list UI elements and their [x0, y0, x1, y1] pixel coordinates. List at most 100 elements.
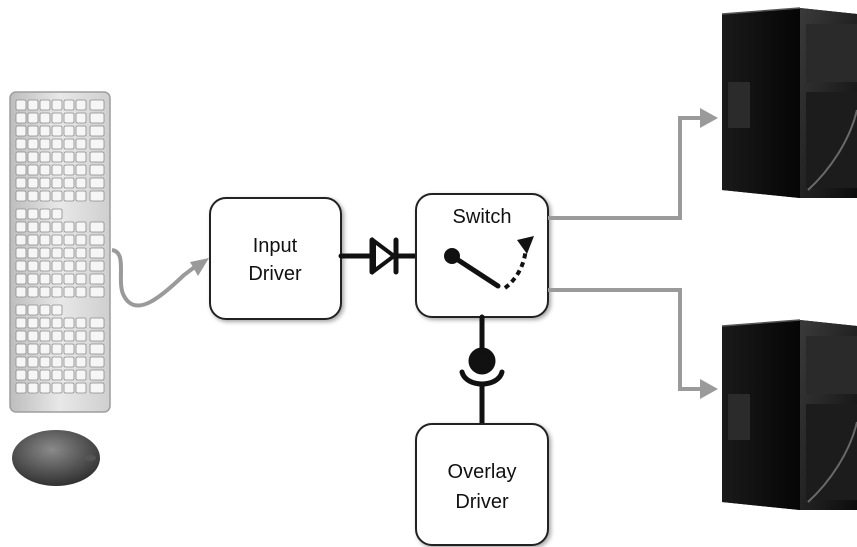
input-driver-label-line2: Driver: [248, 263, 302, 285]
keyboard-key: [27, 330, 39, 342]
keyboard-key: [63, 356, 75, 368]
keyboard-key: [39, 208, 51, 220]
keyboard-key: [39, 304, 51, 316]
arrowhead-icon: [700, 379, 718, 399]
keyboard-key: [51, 125, 63, 137]
keyboard-key: [75, 164, 87, 176]
keyboard-key: [51, 304, 63, 316]
keyboard-key: [51, 273, 63, 285]
keyboard-key: [15, 369, 27, 381]
keyboard-key: [63, 190, 75, 202]
keyboard-key: [63, 234, 75, 246]
keyboard-key: [89, 260, 105, 272]
keyboard-key: [39, 356, 51, 368]
keyboard-key: [51, 138, 63, 150]
keyboard-key: [63, 260, 75, 272]
overlay-driver-label-line1: Overlay: [448, 461, 517, 483]
keyboard-key: [39, 99, 51, 111]
keyboard-key: [15, 99, 27, 111]
switch-lever-icon: [444, 236, 534, 290]
switch-label: Switch: [453, 206, 512, 228]
keyboard-key: [75, 343, 87, 355]
keyboard-key: [51, 330, 63, 342]
keyboard-key: [63, 369, 75, 381]
overlay-ball-socket-connection: [459, 314, 505, 427]
keyboard-key: [15, 286, 27, 298]
keyboard-key: [63, 330, 75, 342]
keyboard-key: [75, 247, 87, 259]
keyboard-key: [39, 234, 51, 246]
keyboard-key: [63, 273, 75, 285]
keyboard-key: [27, 177, 39, 189]
keyboard-key: [39, 112, 51, 124]
keyboard-key: [39, 151, 51, 163]
keyboard-key: [75, 330, 87, 342]
keyboard-key: [89, 151, 105, 163]
keyboard-key: [39, 382, 51, 394]
keyboard-key: [15, 330, 27, 342]
mouse-icon: [12, 430, 100, 486]
keyboard-key: [89, 317, 105, 329]
keyboard-key: [89, 330, 105, 342]
keyboard-key: [15, 234, 27, 246]
keyboard-key: [89, 190, 105, 202]
keyboard-key: [27, 190, 39, 202]
keyboard-key: [27, 343, 39, 355]
keyboard-key: [51, 208, 63, 220]
keyboard-key: [15, 356, 27, 368]
keyboard-key: [15, 138, 27, 150]
keyboard-key: [75, 260, 87, 272]
keyboard-key: [51, 286, 63, 298]
keyboard-key: [39, 317, 51, 329]
keyboard-key: [63, 164, 75, 176]
keyboard-key: [75, 125, 87, 137]
keyboard-key: [27, 260, 39, 272]
keyboard-key: [15, 112, 27, 124]
keyboard-key: [51, 151, 63, 163]
keyboard-key: [75, 177, 87, 189]
keyboard-key: [27, 382, 39, 394]
keyboard-key: [15, 304, 27, 316]
keyboard-key: [63, 99, 75, 111]
keyboard-key: [27, 273, 39, 285]
keyboard-key: [75, 190, 87, 202]
keyboard-key: [75, 234, 87, 246]
keyboard-key: [27, 208, 39, 220]
arrowhead-icon: [700, 108, 718, 128]
computer-tower-icon: [721, 319, 857, 510]
keyboard-key: [63, 151, 75, 163]
keyboard-icon: [9, 91, 111, 413]
keyboard-key: [89, 382, 105, 394]
keyboard-key: [27, 164, 39, 176]
keyboard-key: [39, 369, 51, 381]
keyboard-key: [15, 317, 27, 329]
keyboard-key: [15, 208, 27, 220]
keyboard-key: [51, 343, 63, 355]
keyboard-key: [15, 273, 27, 285]
keyboard-key: [75, 99, 87, 111]
keyboard-key: [89, 369, 105, 381]
switch-to-pc1-connector: [548, 116, 702, 220]
keyboard-key: [51, 190, 63, 202]
keyboard-key: [89, 234, 105, 246]
keyboard-key: [15, 125, 27, 137]
arrowhead-icon: [190, 258, 209, 276]
keyboard-key: [75, 317, 87, 329]
keyboard-key: [63, 343, 75, 355]
keyboard-key: [75, 138, 87, 150]
keyboard-key: [15, 247, 27, 259]
keyboard-key: [39, 138, 51, 150]
keyboard-key: [89, 343, 105, 355]
keyboard-key: [27, 138, 39, 150]
keyboard-key: [63, 221, 75, 233]
keyboard-key: [51, 234, 63, 246]
keyboard-key: [89, 221, 105, 233]
keyboard-key: [51, 221, 63, 233]
keyboard-key: [51, 164, 63, 176]
keyboard-key: [27, 112, 39, 124]
keyboard-key: [75, 382, 87, 394]
keyboard-key: [51, 247, 63, 259]
keyboard-key: [15, 177, 27, 189]
keyboard-cable-arrow: [111, 248, 198, 308]
